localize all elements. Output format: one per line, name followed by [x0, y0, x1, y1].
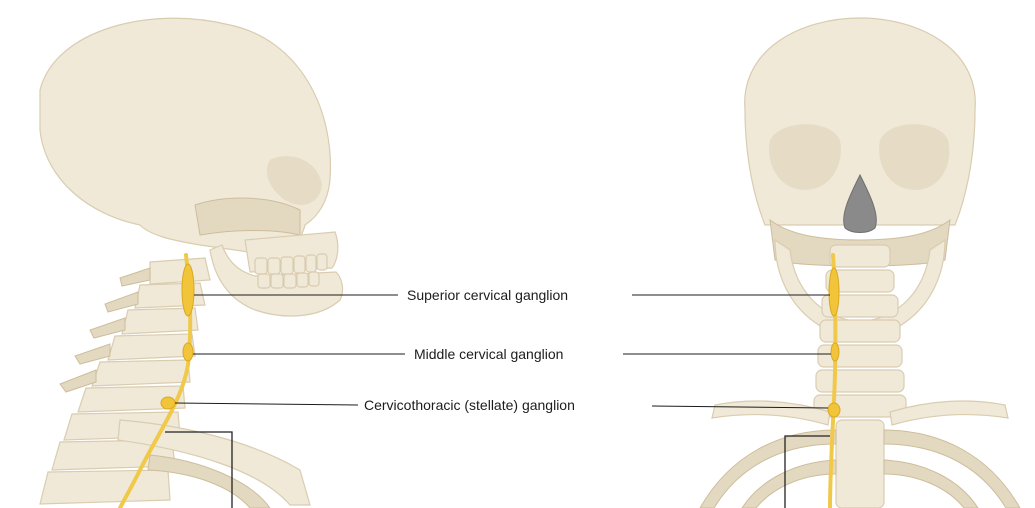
- lateral-skull-zygoma: [195, 198, 300, 235]
- anterior-middle-ganglion: [831, 343, 839, 361]
- lateral-stellate-ganglion: [161, 397, 175, 409]
- leader-stellate-left: [175, 403, 358, 405]
- anterior-left-clavicle: [712, 401, 830, 425]
- lateral-view: [40, 18, 343, 508]
- lateral-superior-ganglion: [182, 264, 194, 316]
- callout-middle: Middle cervical ganglion: [193, 346, 831, 362]
- label-cervicothoracic-stellate-ganglion: Cervicothoracic (stellate) ganglion: [364, 397, 575, 413]
- label-middle-cervical-ganglion: Middle cervical ganglion: [414, 346, 563, 362]
- lateral-lower-teeth: [258, 272, 319, 288]
- anterior-view: [700, 18, 1020, 508]
- anterior-right-clavicle: [890, 401, 1008, 425]
- lateral-middle-ganglion: [183, 343, 193, 361]
- anterior-stellate-ganglion: [828, 403, 840, 417]
- anterior-superior-ganglion: [829, 268, 839, 316]
- label-superior-cervical-ganglion: Superior cervical ganglion: [407, 287, 568, 303]
